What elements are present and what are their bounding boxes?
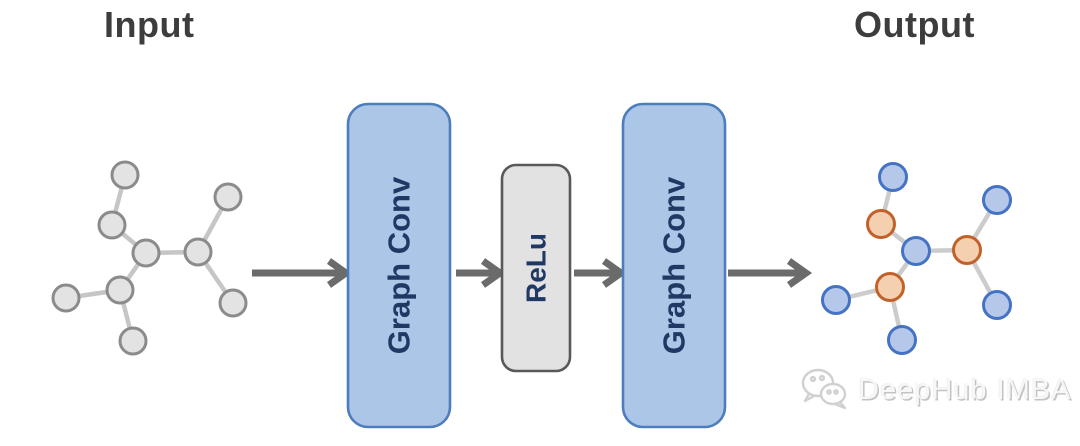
- output-title: Output: [854, 4, 975, 45]
- graph-conv-label: Graph Conv: [657, 176, 692, 354]
- output-graph-node-blue: [821, 285, 851, 315]
- input-graph-node: [105, 275, 135, 305]
- watermark: DeepHub IMBA: [798, 366, 1072, 414]
- watermark-text: DeepHub IMBA: [858, 373, 1072, 406]
- output-graph-node-orange: [875, 272, 905, 302]
- input-graph-node: [97, 210, 127, 240]
- output-graph-node-orange: [866, 209, 896, 239]
- graph-conv-label: Graph Conv: [382, 176, 417, 354]
- input-graph-node: [183, 237, 213, 267]
- input-graph-node: [218, 288, 248, 318]
- flow-arrowhead-icon: [601, 258, 628, 288]
- input-graph: [51, 160, 248, 356]
- input-graph-node: [213, 182, 243, 212]
- input-graph-node: [110, 160, 140, 190]
- flow-arrowhead-icon: [326, 258, 353, 288]
- input-graph-node: [131, 238, 161, 268]
- graph-conv-box: [621, 102, 727, 429]
- flow-arrows: [252, 258, 813, 288]
- input-title: Input: [104, 4, 195, 45]
- input-graph-node: [51, 283, 81, 313]
- output-graph-node-blue: [982, 290, 1012, 320]
- output-graph-node-orange: [952, 235, 982, 265]
- output-graph-node-blue: [878, 162, 908, 192]
- chat-bubbles-logo-icon: [801, 368, 847, 410]
- layer-boxes: Graph Conv ReLu Graph Conv: [346, 102, 727, 429]
- flow-arrowhead-icon: [786, 258, 813, 288]
- flow-arrowhead-icon: [480, 258, 507, 288]
- graph-conv-box: [346, 102, 452, 429]
- input-graph-node: [118, 326, 148, 356]
- output-graph-node-blue: [901, 236, 931, 266]
- relu-label: ReLu: [521, 233, 552, 303]
- output-graph: [821, 162, 1012, 355]
- output-graph-node-blue: [982, 185, 1012, 215]
- relu-box: [500, 163, 572, 373]
- output-graph-node-blue: [887, 325, 917, 355]
